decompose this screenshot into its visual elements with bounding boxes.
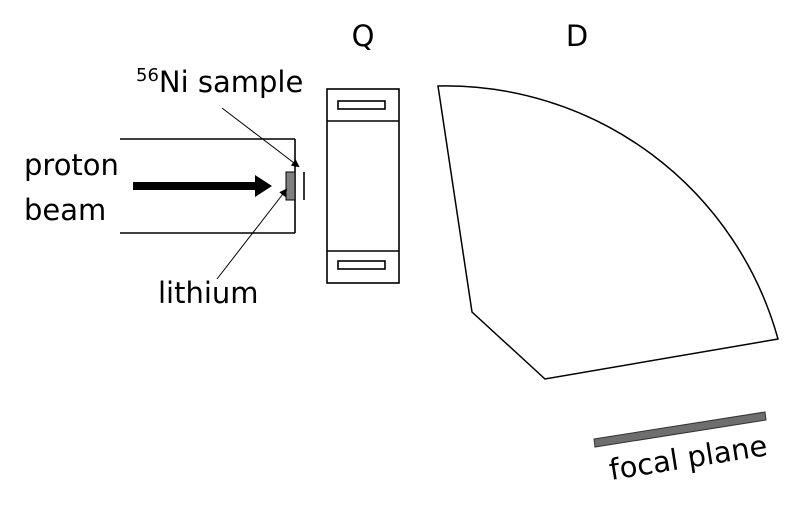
- sample-label-text: Ni sample: [159, 65, 303, 99]
- proton-label: proton: [24, 148, 119, 182]
- sample-label: 56Ni sample: [136, 65, 303, 99]
- quadrupole-magnet: [326, 88, 400, 284]
- sample-pointer: [221, 107, 300, 168]
- proton-beam-arrow: [133, 175, 272, 197]
- dipole-label: D: [566, 19, 588, 53]
- lithium-target: [285, 171, 296, 201]
- quadrupole-label: Q: [352, 19, 375, 53]
- quadrupole-pole-bottom: [337, 260, 386, 270]
- beam-label: beam: [24, 193, 106, 227]
- lithium-pointer: [216, 188, 288, 280]
- lithium-label: lithium: [158, 276, 259, 310]
- quadrupole-pole-top: [337, 100, 386, 110]
- dipole-magnet: [437, 85, 779, 380]
- focal-plane-detector: [593, 411, 767, 448]
- sample-mass-number: 56: [136, 65, 159, 86]
